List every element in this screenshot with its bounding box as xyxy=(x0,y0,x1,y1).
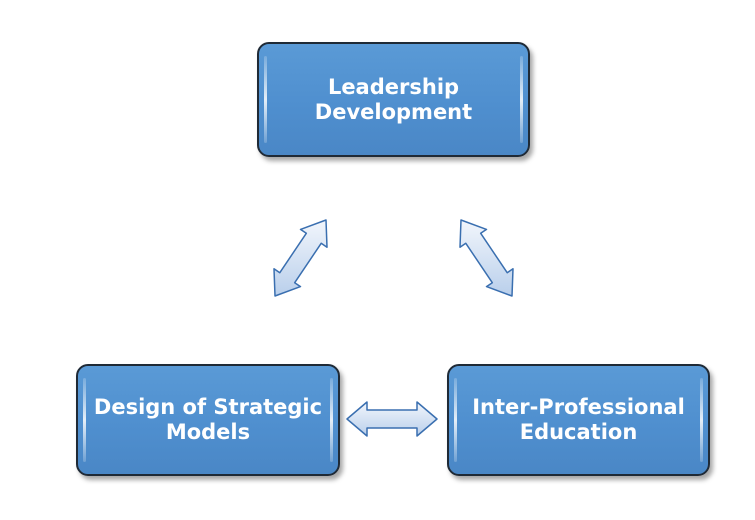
arrow-strategic-interprof xyxy=(346,401,438,437)
inter-professional-education-node: Inter-Professional Education xyxy=(447,364,710,476)
leadership-development-label: Leadership Development xyxy=(314,74,473,124)
design-strategic-models-node: Design of Strategic Models xyxy=(76,364,340,476)
arrow-leadership-strategic xyxy=(273,219,328,297)
inter-professional-education-label: Inter-Professional Education xyxy=(472,395,685,444)
design-strategic-models-label: Design of Strategic Models xyxy=(93,395,323,444)
leadership-development-node: Leadership Development xyxy=(257,42,530,157)
arrow-leadership-interprof xyxy=(459,219,514,297)
